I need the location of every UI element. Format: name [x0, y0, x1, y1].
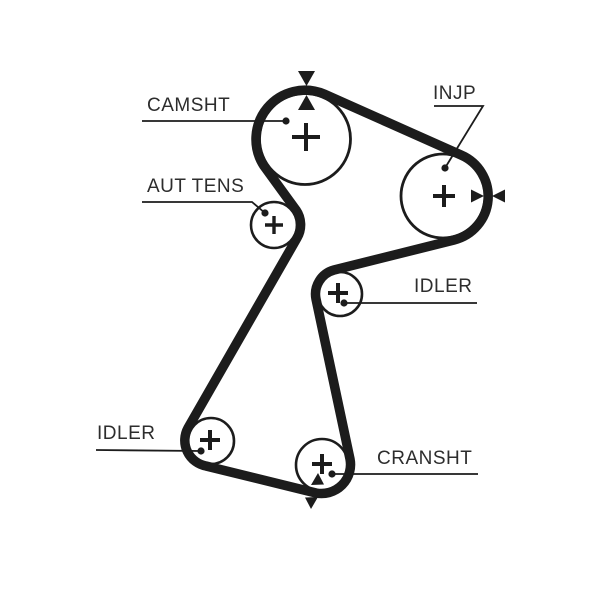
tensioner-leader-dot-icon: [261, 209, 269, 217]
injection-pump-timing-mark-right-icon: [471, 189, 484, 203]
crankshaft-timing-mark-inner-icon: [311, 473, 324, 485]
pulley-center-marks: [200, 123, 455, 474]
crankshaft-leader-dot-icon: [328, 470, 336, 478]
injection-pump-plus-icon: [433, 185, 455, 207]
camshaft-timing-mark-down-icon: [298, 71, 315, 86]
label-camshaft: CAMSHT: [147, 95, 231, 116]
leader-lines: [95, 105, 485, 475]
crankshaft-timing-mark-outer-icon: [305, 497, 318, 509]
idler-lower-leader-line: [95, 449, 202, 452]
timing-belt-path: [180, 85, 493, 499]
idler-lower-leader-dot-icon: [197, 447, 205, 455]
idler-upper-plus-icon: [328, 283, 348, 303]
tensioner-leader-line: [142, 201, 266, 214]
label-injection-pump: INJP: [433, 83, 477, 104]
label-idler-upper: IDLER: [414, 276, 473, 297]
label-auto-tensioner: AUT TENS: [147, 176, 245, 197]
label-crankshaft: CRANSHT: [377, 448, 473, 469]
camshaft-plus-icon: [292, 123, 320, 151]
camshaft-timing-mark-up-icon: [298, 95, 315, 110]
injection-pump-timing-mark-left-icon: [492, 189, 505, 203]
timing-marks: [298, 71, 505, 509]
label-idler-lower: IDLER: [97, 423, 156, 444]
camshaft-leader-dot-icon: [282, 117, 290, 125]
injection-pump-leader-dot-icon: [441, 164, 449, 172]
injection-pump-leader-line: [434, 105, 485, 169]
crankshaft-plus-icon: [312, 454, 332, 474]
idler-upper-leader-dot-icon: [340, 299, 348, 307]
leader-dots: [197, 117, 449, 478]
tensioner-plus-icon: [265, 216, 283, 234]
idler-lower-plus-icon: [200, 430, 220, 450]
